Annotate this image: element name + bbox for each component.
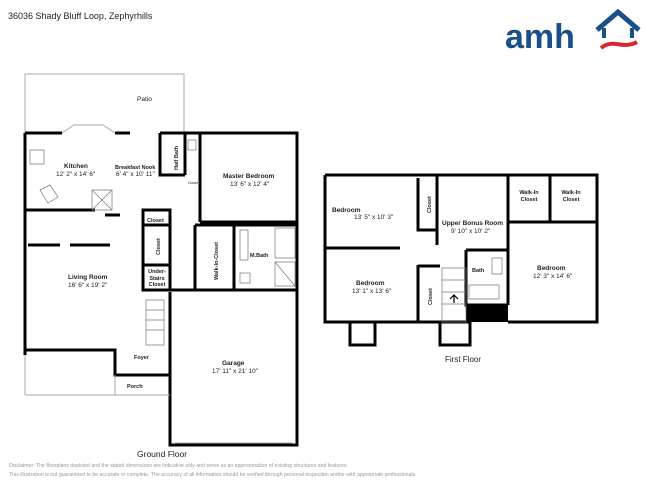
room-upper-bonus-room: Upper Bonus Room	[442, 220, 503, 227]
room-m-bath: M.Bath	[250, 253, 269, 259]
room-patio: Patio	[137, 96, 152, 103]
room-walk-in-closet-2: Walk-In Closet	[561, 190, 581, 203]
room-bedroom-1: Bedroom	[332, 207, 361, 214]
room-closet-small: Closet	[188, 181, 198, 185]
room-closet: Closet	[147, 218, 164, 224]
room-under-stairs-closet: Under-Stairs Closet	[148, 269, 166, 288]
room-walk-in-closet: Walk-In-Closet	[214, 242, 220, 280]
room-bedroom-1-dims: 13' 5" x 10' 3"	[354, 214, 394, 221]
room-closet-upper: Closet	[427, 196, 433, 213]
svg-text:amh: amh	[505, 18, 575, 52]
room-closet-upper-2: Closet	[428, 288, 434, 305]
room-upper-bonus-room-dims: 9' 10" x 10' 2"	[451, 228, 491, 235]
room-bath: Bath	[472, 268, 485, 274]
room-master-bedroom-dims: 13' 6" x 12' 4"	[230, 181, 270, 188]
room-bedroom-3: Bedroom	[537, 265, 566, 272]
property-address: 36036 Shady Bluff Loop, Zephyrhills	[8, 11, 153, 21]
room-closet-2: Closet	[156, 238, 162, 255]
room-foyer: Foyer	[134, 355, 150, 361]
room-living-room-dims: 16' 6" x 19' 2"	[68, 282, 108, 289]
room-garage: Garage	[222, 360, 245, 367]
room-half-bath: Half Bath	[174, 145, 180, 170]
room-breakfast-nook-dims: 6' 4" x 10' 11"	[116, 171, 155, 178]
ground-floor-plan: Patio Kitchen 12' 2" x 14' 6" Breakfast …	[23, 73, 299, 459]
room-kitchen: Kitchen	[64, 163, 88, 170]
room-walk-in-closet-1: Walk-In Closet	[519, 190, 539, 203]
first-floor-plan: Closet Bedroom 13' 5" x 10' 3" Upper Bon…	[323, 173, 599, 364]
room-living-room: Living Room	[68, 274, 108, 281]
first-floor-label: First Floor	[445, 355, 481, 364]
amh-logo: amh	[505, 8, 641, 52]
room-porch: Porch	[127, 384, 143, 390]
room-breakfast-nook: Breakfast Nook	[115, 165, 156, 171]
room-garage-dims: 17' 11" x 21' 10"	[212, 368, 259, 375]
room-bedroom-2-dims: 13' 1" x 13' 6"	[352, 288, 392, 295]
disclaimer-line-1: Disclaimer: The floorplans depicted and …	[9, 463, 349, 469]
disclaimer-line-2: This illustration is not guaranteed to b…	[9, 472, 417, 478]
ground-floor-label: Ground Floor	[137, 449, 187, 459]
room-kitchen-dims: 12' 2" x 14' 6"	[56, 171, 96, 178]
room-master-bedroom: Master Bedroom	[223, 173, 275, 180]
room-bedroom-2: Bedroom	[356, 280, 385, 287]
room-bedroom-3-dims: 12' 3" x 14' 6"	[533, 273, 573, 280]
